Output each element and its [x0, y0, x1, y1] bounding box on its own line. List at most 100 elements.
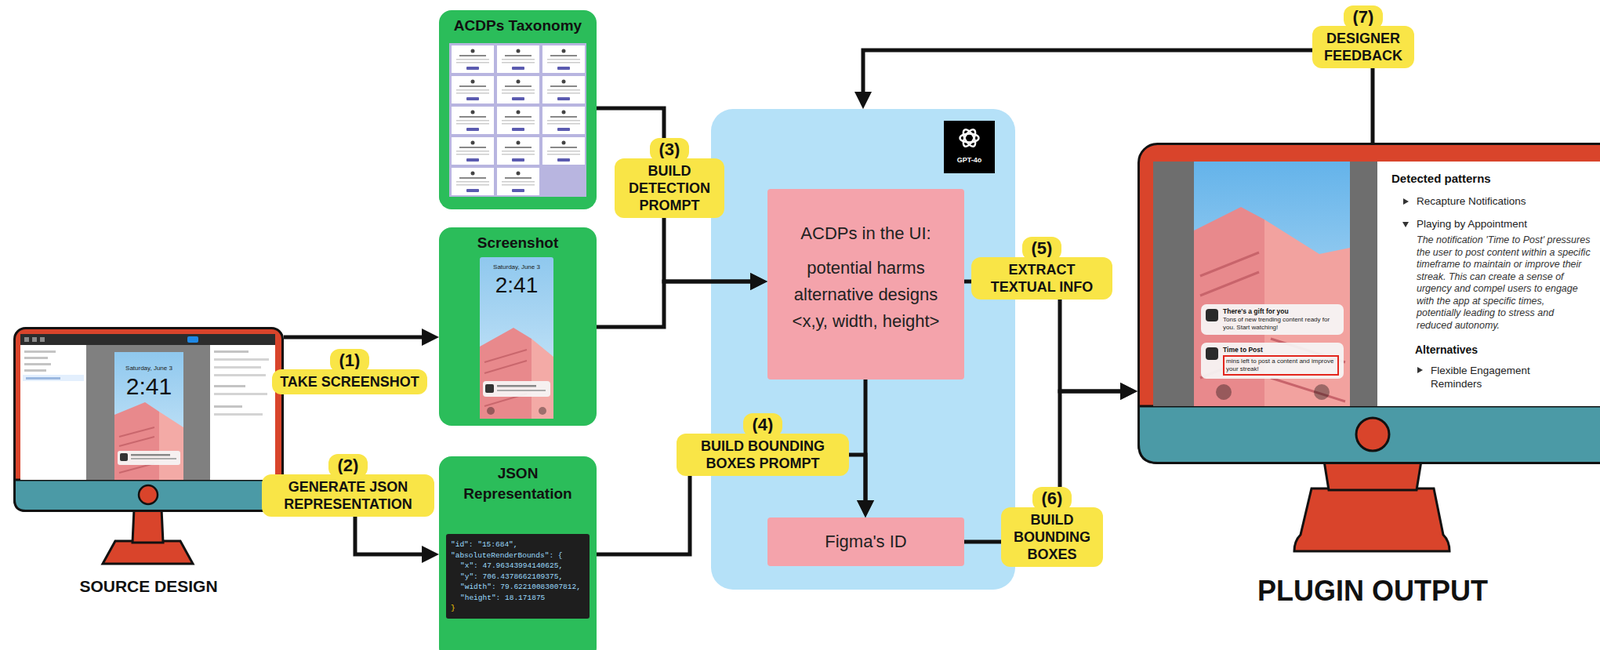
- figma-editor: [24, 369, 47, 372]
- step-badge: (2)GENERATE JSON REPRESENTATION: [261, 453, 435, 517]
- figma-editor: [39, 337, 45, 342]
- logo-tile: [943, 120, 995, 174]
- monitor-frame: [1356, 417, 1390, 451]
- figma-editor: [214, 405, 243, 408]
- app-icon: [1205, 347, 1219, 360]
- step-label: EXTRACT TEXTUAL INFO: [971, 257, 1113, 300]
- taxonomy-card: [497, 76, 540, 104]
- monitor-stand: [1324, 460, 1422, 490]
- phone-screen: [479, 257, 554, 419]
- output-box: ACDPs in the UI:potential harms alternat…: [767, 188, 965, 380]
- input-card: ScreenshotSaturday, June 32:41: [439, 227, 597, 426]
- figma-editor: [214, 358, 269, 361]
- figma-editor: [214, 366, 262, 369]
- figma-editor: [22, 374, 84, 381]
- phone-screen: [479, 257, 554, 419]
- monitor-caption: SOURCE DESIGN: [0, 576, 308, 596]
- flow-arrow: [596, 281, 762, 327]
- taxonomy-card: [542, 76, 585, 104]
- code-line: "id": "15:684",: [450, 539, 587, 551]
- phone-screen: [117, 450, 181, 465]
- input-card: "id": "15:684","absoluteRenderBounds": {…: [439, 456, 597, 650]
- step-badge: (1)TAKE SCREENSHOT: [272, 348, 428, 395]
- figma-editor: [214, 413, 263, 416]
- figma-editor: [24, 337, 30, 342]
- monitor-stand: [102, 540, 193, 564]
- taxonomy-card: [451, 45, 585, 196]
- phone-screen: [485, 384, 494, 393]
- notification-card: There's a gift for youTons of new trendi…: [1200, 304, 1344, 335]
- figma-editor: [32, 337, 37, 342]
- panel-subheading: Alternatives: [1414, 342, 1600, 357]
- box-title: ACDPs in the UI:: [767, 221, 965, 246]
- plugin-screen: [1200, 252, 1346, 402]
- alternative-item: Flexible Engagement Reminders: [1430, 363, 1549, 391]
- taxonomy-card: [497, 137, 540, 165]
- notification-title: There's a gift for you: [1222, 307, 1339, 316]
- phone-screen: [497, 384, 537, 388]
- pattern-item: Playing by Appointment: [1416, 217, 1600, 232]
- taxonomy-card: [451, 167, 494, 196]
- notification-title: Time to Post: [1222, 345, 1339, 355]
- lock-date: Saturday, June 3: [106, 364, 192, 373]
- phone-screen: [484, 349, 527, 407]
- taxonomy-card: [451, 137, 494, 165]
- box-title: Figma's ID: [767, 529, 965, 554]
- plugin-monitor: There's a gift for youTons of new trendi…: [1137, 142, 1600, 465]
- figma-editor: [214, 373, 266, 377]
- step-label: GENERATE JSON REPRESENTATION: [261, 474, 435, 517]
- disclosure-triangle: [1417, 366, 1423, 374]
- step-badge: (5)EXTRACT TEXTUAL INFO: [971, 236, 1113, 300]
- lock-time: 2:41: [479, 273, 554, 298]
- phone-screen: [486, 406, 495, 415]
- app-icon: [1205, 308, 1219, 322]
- monitor-frame: [14, 479, 283, 512]
- monitor-caption: PLUGIN OUTPUT: [1176, 574, 1569, 608]
- figma-editor: [86, 344, 211, 480]
- lock-date: Saturday, June 3: [479, 263, 554, 272]
- step-label: TAKE SCREENSHOT: [272, 369, 428, 395]
- pattern-description: The notification 'Time to Post' pressure…: [1416, 234, 1591, 332]
- taxonomy-card: [497, 167, 540, 196]
- taxonomy-card: [451, 45, 494, 73]
- source-monitor-art: [13, 326, 284, 566]
- taxonomy-card: [542, 45, 585, 73]
- taxonomy-card: [497, 106, 540, 135]
- figma-editor: [20, 333, 276, 480]
- monitor-stand: [1294, 460, 1450, 552]
- figma-editor: [187, 336, 199, 343]
- code-line: "y": 706.4378662109375,: [460, 571, 587, 583]
- pattern-item: Recapture Notifications: [1416, 194, 1600, 209]
- phone-screen: [159, 411, 184, 480]
- phone-screen: [479, 327, 532, 419]
- figma-editor: [24, 356, 48, 360]
- phone-screen: [531, 338, 554, 419]
- plugin-screen: [1313, 384, 1330, 400]
- phone-screen: [482, 380, 551, 397]
- panel-heading: Detected patterns: [1391, 170, 1600, 186]
- monitor-frame: [1139, 144, 1600, 464]
- figma-editor: [214, 350, 249, 353]
- figma-editor: [24, 350, 56, 353]
- input-card: ACDPs Taxonomy: [439, 10, 597, 210]
- notification-body: mins left to post a content and improve …: [1222, 355, 1339, 376]
- monitor-frame: [1139, 144, 1600, 464]
- logo-mark: [961, 127, 979, 149]
- monitor-frame: [14, 328, 283, 512]
- results-panel: Detected patternsRecapture Notifications…: [1377, 161, 1600, 407]
- plugin-screen: [1215, 384, 1232, 400]
- figma-editor: [20, 333, 276, 345]
- figma-editor: [24, 362, 51, 366]
- code-line: }: [450, 602, 587, 614]
- code-line: "height": 18.171875: [460, 592, 587, 604]
- flow-arrow: [596, 108, 762, 282]
- code-line: "width": 79.62210083007812,: [460, 581, 587, 593]
- phone-screen: [114, 402, 160, 480]
- monitor-frame: [138, 485, 158, 505]
- taxonomy-card: [542, 137, 585, 165]
- logo-mark: [961, 127, 979, 149]
- phone-screen: [538, 406, 547, 415]
- flow-arrow: [283, 335, 433, 340]
- output-box: Figma's ID: [767, 517, 965, 566]
